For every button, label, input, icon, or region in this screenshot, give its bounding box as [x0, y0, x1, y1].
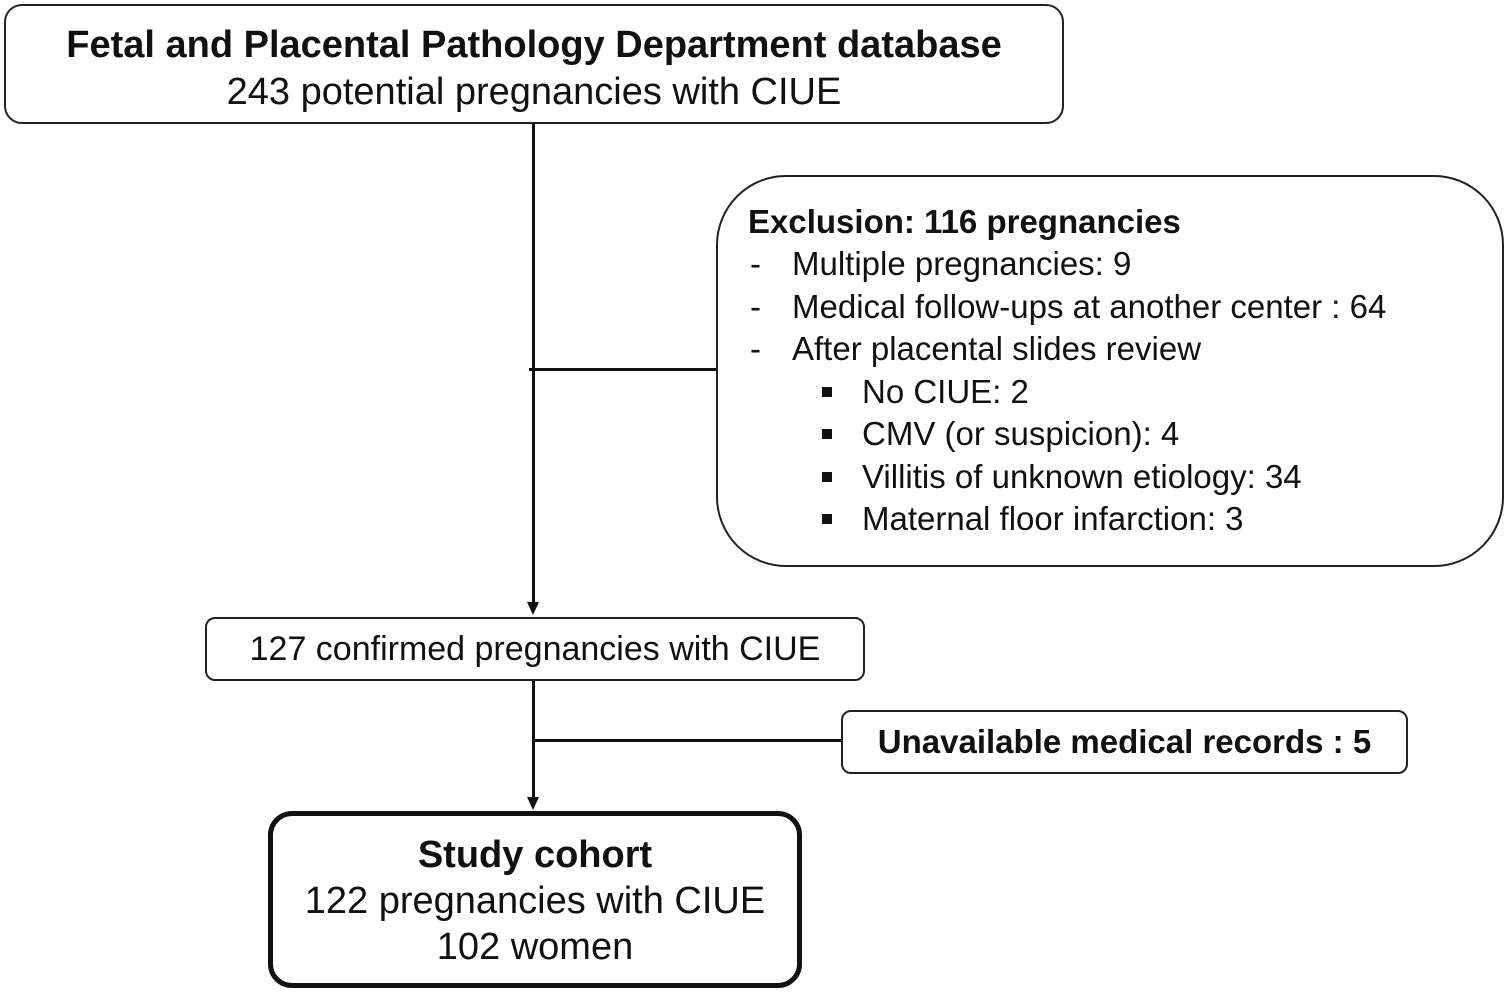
exclusion-item-label: Medical follow-ups at another center : 6… [792, 287, 1387, 325]
exclusion-sub-item: Maternal floor infarction: 3 [748, 498, 1502, 541]
exclusion-item: - Medical follow-ups at another center :… [748, 286, 1502, 329]
exclusion-sub-item-label: CMV (or suspicion): 4 [862, 415, 1180, 452]
database-title: Fetal and Placental Pathology Department… [66, 24, 1002, 66]
exclusion-box: Exclusion: 116 pregnancies - Multiple pr… [716, 175, 1504, 567]
cohort-pregnancies: 122 pregnancies with CIUE [304, 880, 766, 922]
arrowhead-confirmed [527, 602, 539, 615]
cohort-title: Study cohort [417, 834, 653, 876]
square-bullet-icon [822, 429, 832, 439]
exclusion-title: Exclusion: 116 pregnancies [748, 203, 1181, 240]
exclusion-sub-item-label: No CIUE: 2 [862, 372, 1029, 410]
exclusion-sub-item: CMV (or suspicion): 4 [748, 413, 1502, 456]
unavailable-label: Unavailable medical records : 5 [877, 723, 1372, 760]
exclusion-sub-item: Villitis of unknown etiology: 34 [748, 456, 1502, 499]
exclusion-item-label: Multiple pregnancies: 9 [792, 245, 1132, 282]
study-cohort-box: Study cohort 122 pregnancies with CIUE 1… [268, 811, 802, 988]
connector-confirmed-to-cohort [532, 681, 535, 798]
exclusion-item-label: After placental slides review [792, 330, 1202, 367]
confirmed-label: 127 confirmed pregnancies with CIUE [249, 630, 821, 668]
unavailable-records-box: Unavailable medical records : 5 [841, 710, 1408, 774]
database-subtitle: 243 potential pregnancies with CIUE [226, 71, 842, 113]
dash-marker: - [750, 245, 761, 282]
dash-marker: - [750, 330, 761, 367]
connector-to-exclusion [529, 368, 717, 371]
confirmed-box: 127 confirmed pregnancies with CIUE [205, 617, 865, 681]
square-bullet-icon [822, 471, 832, 482]
cohort-women: 102 women [436, 926, 634, 968]
dash-marker: - [750, 287, 761, 325]
square-bullet-icon [822, 514, 832, 524]
exclusion-sub-item-label: Villitis of unknown etiology: 34 [862, 457, 1302, 495]
connector-to-unavailable [534, 739, 842, 742]
exclusion-item: - Multiple pregnancies: 9 [748, 243, 1502, 286]
database-box: Fetal and Placental Pathology Department… [4, 4, 1064, 124]
exclusion-sub-item-label: Maternal floor infarction: 3 [862, 500, 1244, 537]
square-bullet-icon [822, 386, 832, 397]
exclusion-item: - After placental slides review [748, 328, 1502, 371]
arrowhead-cohort [527, 797, 539, 810]
connector-database-to-confirmed [532, 124, 535, 604]
exclusion-sub-item: No CIUE: 2 [748, 371, 1502, 414]
